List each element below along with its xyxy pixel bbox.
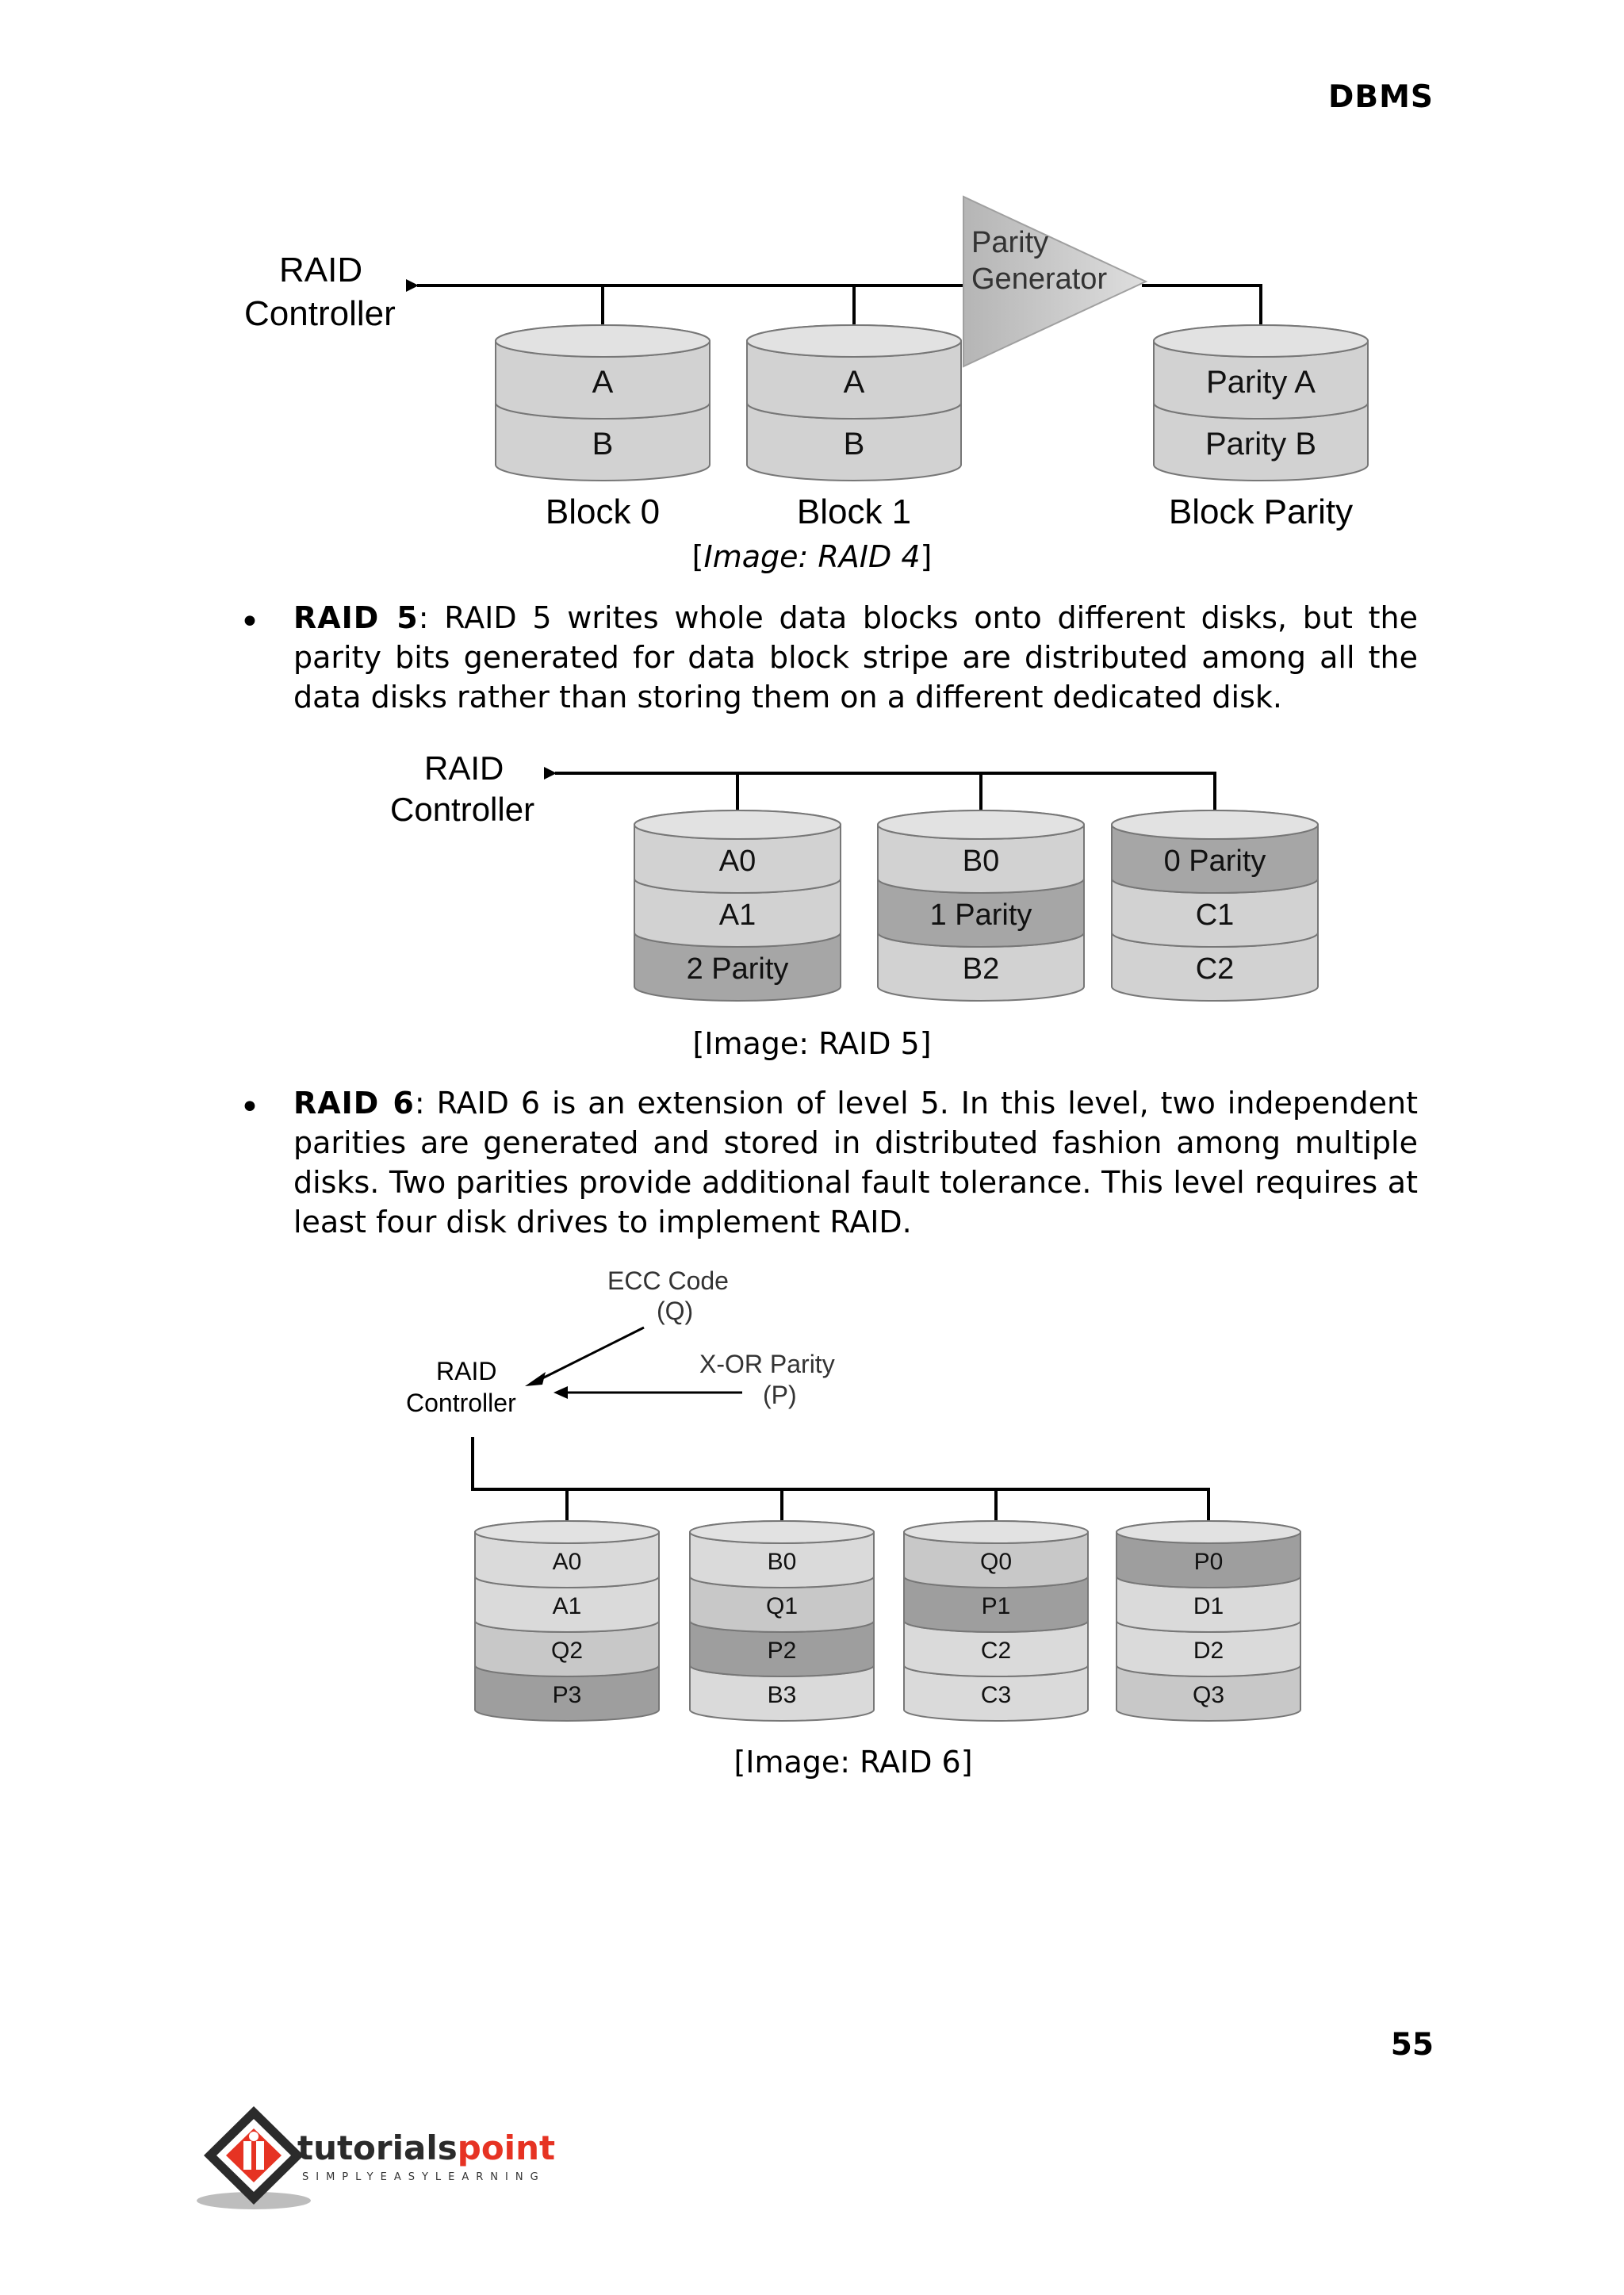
disk-block-label: C2 bbox=[981, 1638, 1011, 1664]
bullet-dot: • bbox=[239, 602, 260, 642]
disk-block-label: D2 bbox=[1193, 1638, 1224, 1664]
disk-block-label: Q1 bbox=[766, 1593, 798, 1619]
raid5-paragraph: RAID 5: RAID 5 writes whole data blocks … bbox=[293, 600, 1418, 715]
tutorialspoint-logo: tutorialspoint SIMPLYEASYLEARNING bbox=[194, 2102, 575, 2213]
disk-block-label: A0 bbox=[719, 845, 756, 878]
disk-block-label: P0 bbox=[1194, 1549, 1224, 1575]
page-number: 55 bbox=[1390, 2027, 1434, 2063]
raid5-controller-line1: RAID bbox=[424, 749, 504, 787]
raid6-controller-line1: RAID bbox=[436, 1357, 496, 1385]
logo-tagline: SIMPLYEASYLEARNING bbox=[302, 2171, 546, 2183]
raid4-arrow-head bbox=[406, 279, 419, 292]
logo-text-point: point bbox=[457, 2128, 556, 2167]
disk-block-label: 1 Parity bbox=[930, 898, 1032, 932]
disk-block-label: Q3 bbox=[1193, 1682, 1224, 1708]
raid4-disk-0: AB bbox=[495, 324, 710, 481]
raid4-disk-2: Parity A Parity B bbox=[1153, 324, 1369, 481]
disk-block-label: 0 Parity bbox=[1164, 845, 1266, 878]
disk-block-label: C1 bbox=[1196, 898, 1235, 932]
xor-parity-line2: (P) bbox=[763, 1381, 797, 1409]
raid6-controller-line2: Controller bbox=[406, 1389, 516, 1417]
raid6-diagram: ECC Code (Q) RAID Controller X-OR Parity… bbox=[406, 1266, 1301, 1722]
raid4-caption: [Image: RAID 4] bbox=[691, 539, 933, 574]
disk-block-label: B0 bbox=[768, 1549, 797, 1575]
ecc-code-line2: (Q) bbox=[657, 1297, 693, 1325]
disk-block-label: P1 bbox=[982, 1593, 1011, 1619]
disk-block-label: P3 bbox=[553, 1682, 582, 1708]
disk-block-label: C2 bbox=[1196, 952, 1235, 986]
logo-emblem-icon bbox=[197, 2106, 311, 2209]
parity-generator-line2: Generator bbox=[971, 262, 1107, 296]
disk-block-label: B0 bbox=[963, 845, 999, 878]
raid4-diagram: RAID Controller Parity Generator ABBlock… bbox=[244, 195, 1369, 531]
disk-block-label: B3 bbox=[768, 1682, 797, 1708]
ecc-code-line1: ECC Code bbox=[607, 1266, 729, 1295]
disk-block-label: B bbox=[844, 427, 865, 462]
disk-block-label: C3 bbox=[981, 1682, 1011, 1708]
disk-block-label: A bbox=[592, 365, 614, 400]
disk-block-label: P2 bbox=[768, 1638, 797, 1664]
disk-block-label: 2 Parity bbox=[687, 952, 789, 986]
disk-block-label: B bbox=[592, 427, 614, 462]
parity-generator-triangle bbox=[963, 195, 1148, 368]
raid4-disk-label: Block Parity bbox=[1169, 492, 1353, 531]
disk-block-label: Q0 bbox=[980, 1549, 1012, 1575]
running-header: DBMS bbox=[1328, 79, 1434, 115]
disk-block-label: D1 bbox=[1193, 1593, 1224, 1619]
disk-block-label: Q2 bbox=[551, 1638, 583, 1664]
ecc-arrow bbox=[538, 1326, 645, 1381]
disk-block-label: A1 bbox=[553, 1593, 582, 1619]
disk-block-label: Parity A bbox=[1206, 365, 1316, 400]
raid4-controller-line2: Controller bbox=[244, 294, 396, 333]
raid6-paragraph: RAID 6: RAID 6 is an extension of level … bbox=[293, 1086, 1418, 1239]
raid5-controller-line2: Controller bbox=[390, 791, 534, 828]
bullet-dot: • bbox=[239, 1087, 260, 1128]
raid4-disk-label: Block 0 bbox=[546, 492, 660, 531]
logo-text-tutorials: tutorials bbox=[297, 2128, 458, 2167]
raid5-arrow-head bbox=[544, 767, 557, 780]
disk-block-label: Parity B bbox=[1205, 427, 1316, 462]
disk-block-label: B2 bbox=[963, 952, 999, 986]
xor-parity-line1: X-OR Parity bbox=[699, 1350, 835, 1378]
raid5-caption: [Image: RAID 5] bbox=[692, 1026, 932, 1061]
raid4-controller-line1: RAID bbox=[279, 251, 362, 289]
disk-block-label: A0 bbox=[553, 1549, 582, 1575]
raid4-disk-1: AB bbox=[746, 324, 962, 481]
disk-block-label: A1 bbox=[719, 898, 756, 932]
raid4-disk-label: Block 1 bbox=[797, 492, 911, 531]
parity-generator-line1: Parity bbox=[971, 226, 1048, 259]
raid6-caption: [Image: RAID 6] bbox=[733, 1745, 973, 1780]
disk-block-label: A bbox=[844, 365, 865, 400]
